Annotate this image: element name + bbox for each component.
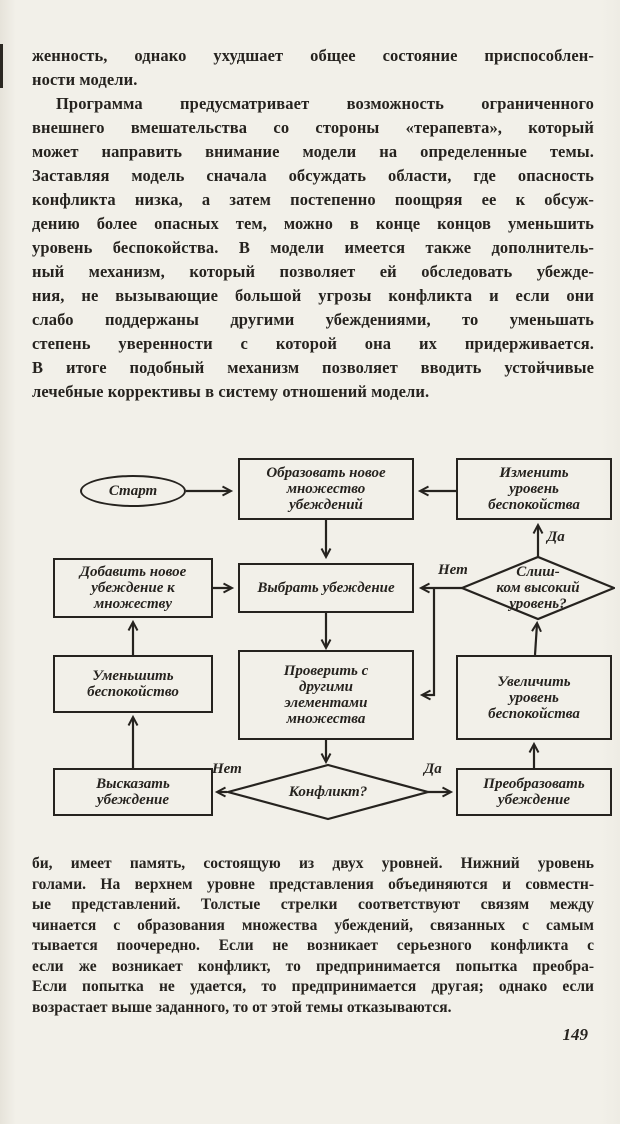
body-text: женность, однако ухудшает общее состояни…	[32, 44, 594, 404]
page-number: 149	[562, 1025, 589, 1044]
paragraph: женность, однако ухудшает общее состояни…	[32, 46, 594, 89]
scan-artifact	[0, 44, 2, 74]
edge-label-no-mid: Нет	[438, 562, 468, 578]
edge-label-yes-bottom: Да	[424, 761, 442, 777]
flow-node-start: Старт	[80, 475, 186, 507]
paragraph: Программа предусматривает возможность ог…	[32, 94, 594, 401]
edge-label-no-bottom: Нет	[212, 761, 242, 777]
decision-too-high-shape	[459, 555, 615, 621]
flow-decision-conflict-label: Конфликт?	[288, 784, 368, 800]
caption-text: би, имеет память, состоящую из двух уров…	[32, 855, 594, 1016]
flow-node-select-belief: Выбрать убеждение	[238, 563, 414, 613]
decision-conflict-shape	[223, 763, 433, 821]
edge-label-yes-top: Да	[547, 529, 565, 545]
flowchart-canvas	[127, 485, 615, 821]
